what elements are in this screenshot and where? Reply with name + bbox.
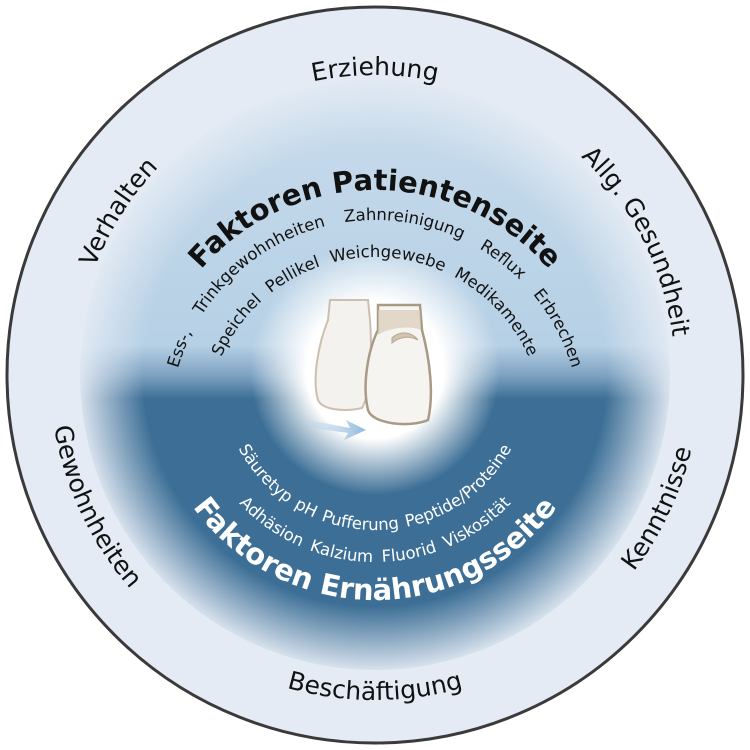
teeth-icon	[314, 299, 433, 426]
arrow-icon	[308, 420, 366, 440]
